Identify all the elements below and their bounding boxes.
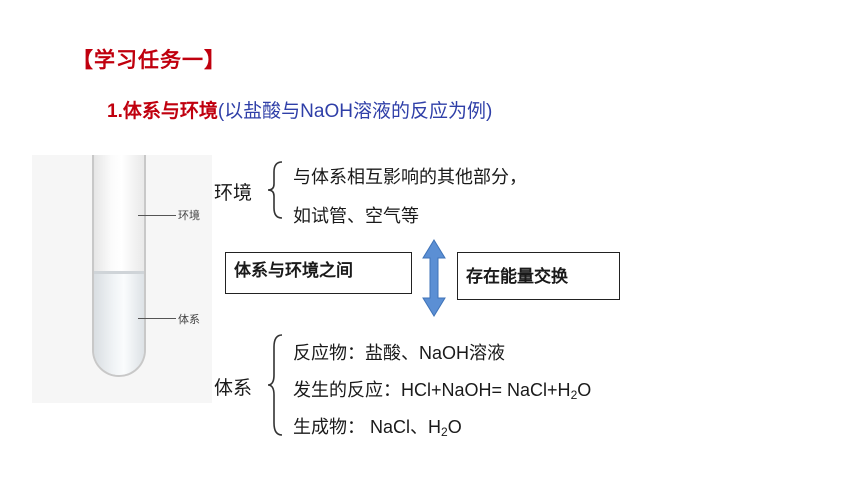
image-label-system: 体系 bbox=[178, 313, 200, 326]
environment-examples: 如试管、空气等 bbox=[293, 206, 419, 226]
section-subtitle: 1.体系与环境(以盐酸与NaOH溶液的反应为例) bbox=[107, 96, 492, 123]
environment-brace bbox=[267, 161, 283, 219]
liquid-surface bbox=[94, 271, 144, 274]
system-environment-box: 体系与环境之间 bbox=[225, 252, 412, 294]
subtitle-topic: 1.体系与环境 bbox=[107, 101, 218, 122]
solution-liquid bbox=[94, 273, 144, 375]
subtitle-note: (以盐酸与NaOH溶液的反应为例) bbox=[217, 101, 493, 122]
system-leader-line bbox=[138, 318, 176, 319]
reaction-equation: 发生的反应：HCl+NaOH= NaCl+H2O bbox=[293, 380, 592, 402]
environment-leader-line bbox=[138, 215, 176, 216]
environment-definition: 与体系相互影响的其他部分， bbox=[293, 167, 527, 187]
task-title: 【学习任务一】 bbox=[72, 49, 226, 72]
energy-exchange-box: 存在能量交换 bbox=[457, 252, 620, 300]
products-line: 生成物： NaCl、H2O bbox=[293, 417, 462, 439]
test-tube-image: 环境 体系 bbox=[32, 155, 212, 403]
image-label-environment: 环境 bbox=[178, 209, 200, 222]
system-brace bbox=[267, 334, 283, 436]
system-label: 体系 bbox=[214, 378, 253, 399]
environment-label: 环境 bbox=[214, 183, 253, 204]
reactants-line: 反应物：盐酸、NaOH溶液 bbox=[293, 343, 506, 363]
double-arrow-icon bbox=[422, 239, 446, 317]
